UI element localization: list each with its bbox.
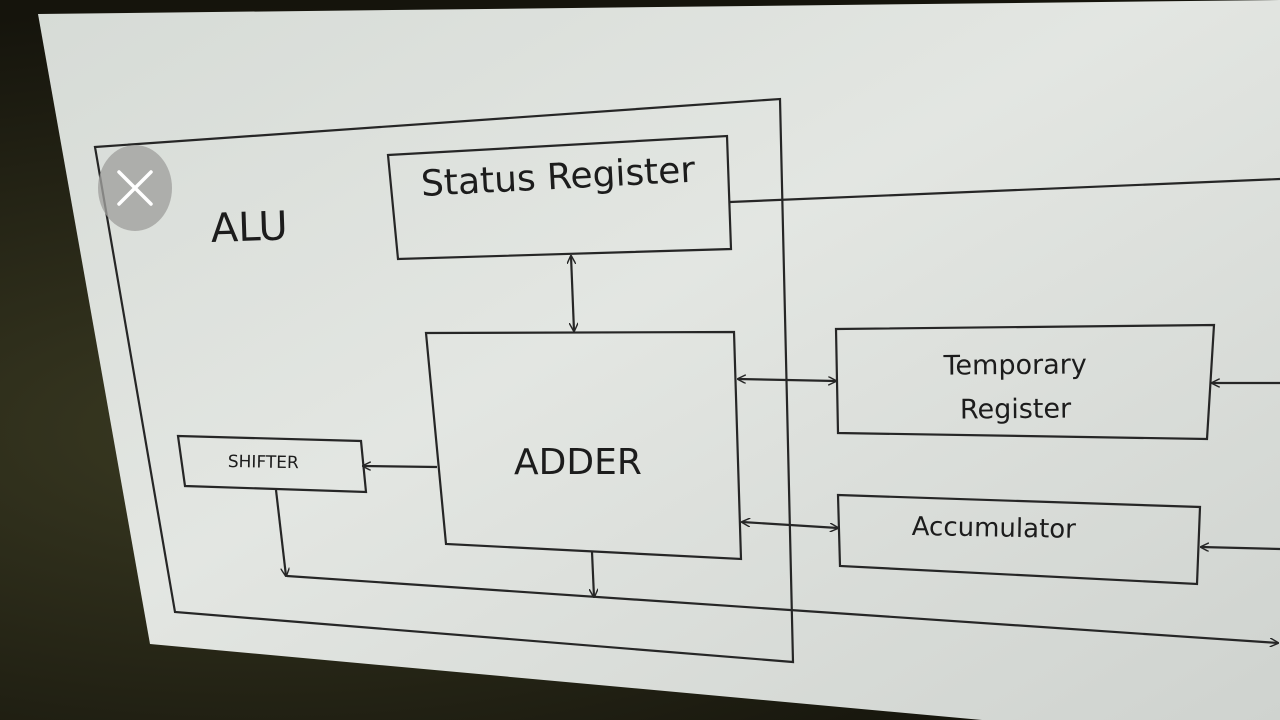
accumulator-label: Accumulator — [911, 512, 1077, 545]
adder-label: ADDER — [514, 442, 642, 483]
acc-input-arrow — [1201, 547, 1280, 549]
adder-acc-arrow — [742, 522, 838, 528]
adder-shifter-arrow — [363, 466, 438, 467]
adder-down-arrow — [592, 551, 594, 597]
close-button[interactable] — [98, 145, 172, 231]
temporary-register-label: Temporary Register — [943, 349, 1087, 426]
status-adder-arrow — [571, 256, 574, 331]
shifter-down-arrow — [274, 489, 286, 576]
adder-box — [424, 330, 743, 561]
alu-title: ALU — [210, 203, 289, 252]
alu-boundary — [93, 97, 795, 664]
status-register-box — [386, 134, 733, 261]
close-icon — [117, 170, 153, 206]
accumulator-box — [836, 493, 1202, 586]
status-bus-line — [729, 177, 1280, 204]
bottom-bus-line — [286, 574, 1278, 643]
shifter-box — [176, 434, 368, 494]
temporary-register-box — [834, 323, 1216, 441]
shifter-label: SHIFTER — [227, 452, 300, 474]
adder-temp-arrow — [738, 379, 836, 381]
